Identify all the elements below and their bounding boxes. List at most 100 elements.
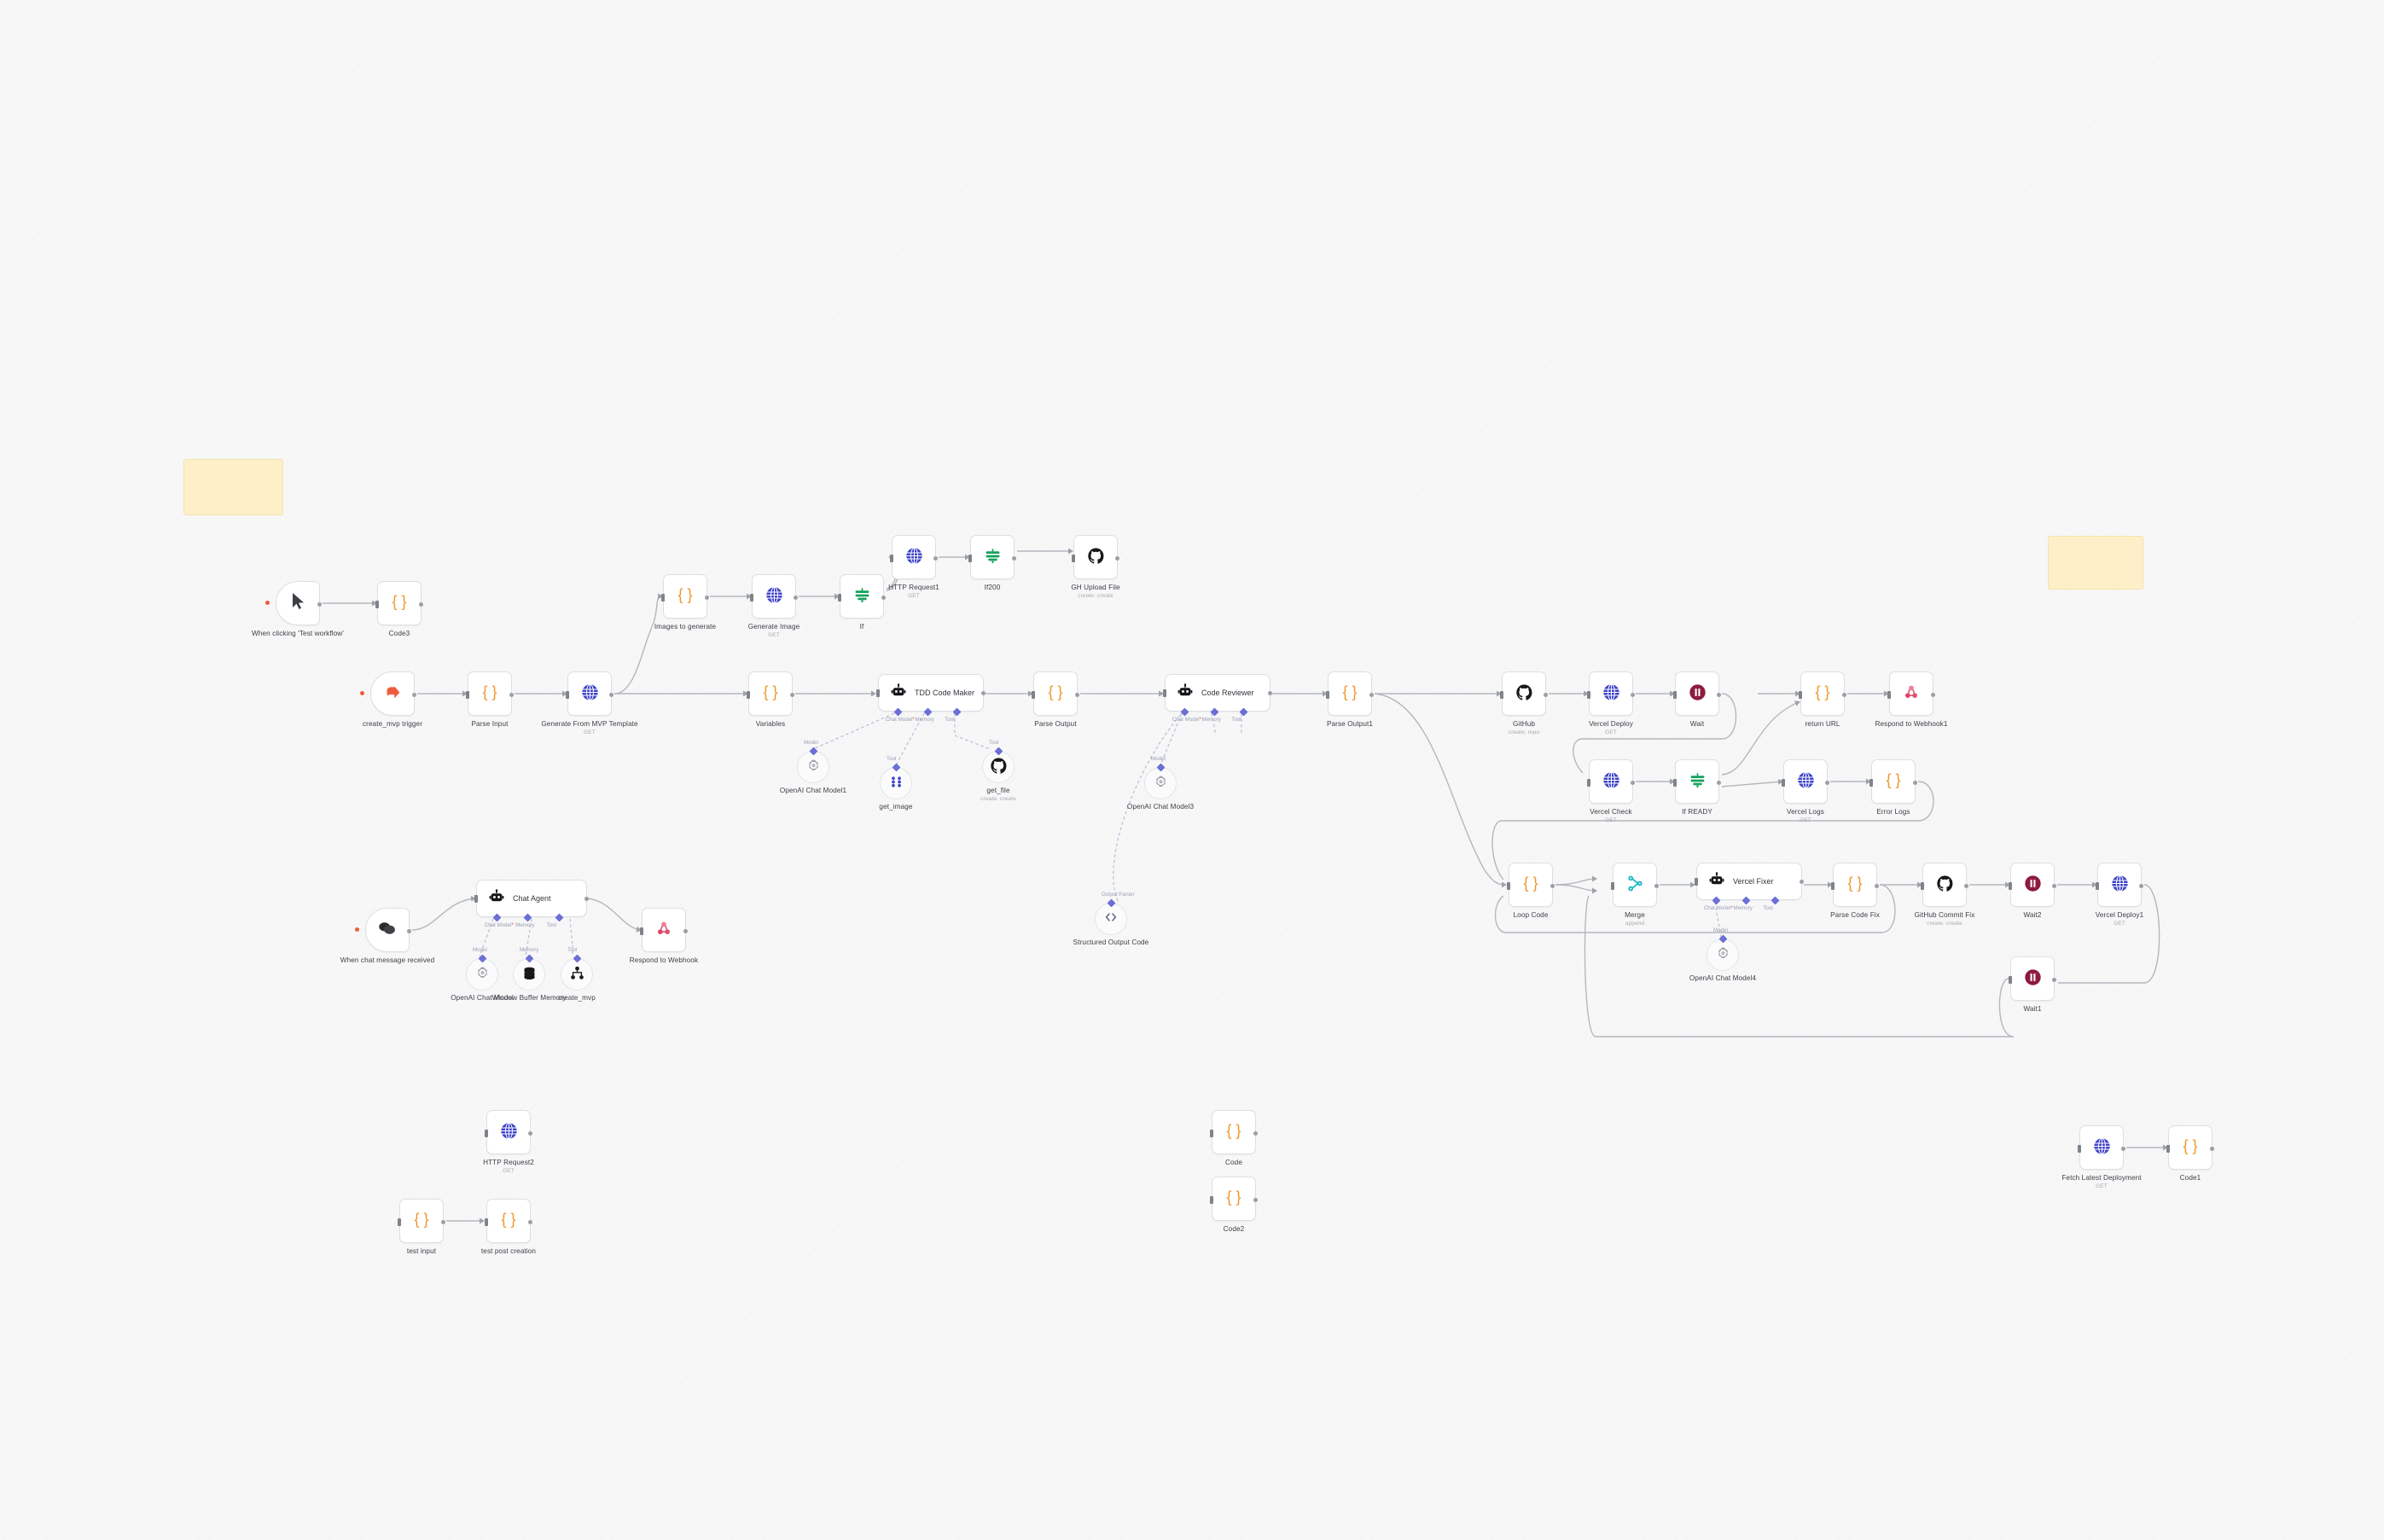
input-port[interactable] [398,1217,401,1226]
node-wait2[interactable] [2009,863,2056,907]
output-port[interactable] [2052,883,2056,888]
subnode-connect-port[interactable] [809,747,818,756]
input-port[interactable] [1782,778,1785,787]
input-port[interactable] [1673,778,1677,787]
node-merge[interactable] [1611,863,1659,907]
agent-input-port[interactable] [1163,689,1166,697]
node-respond-to-webhook[interactable] [640,908,688,952]
output-port[interactable] [1631,692,1635,697]
node-fetch-latest-deployment[interactable] [2078,1125,2125,1170]
output-port[interactable] [1717,692,1721,697]
node-code1[interactable]: { } [2166,1125,2214,1170]
input-port[interactable] [1587,778,1590,787]
node-test-input[interactable]: { } [398,1199,445,1243]
subnode-structured-output-code[interactable] [1095,898,1127,935]
input-port[interactable] [1507,881,1510,890]
agent-output-port[interactable] [584,897,589,901]
node-code[interactable]: { } [1210,1110,1258,1154]
output-port[interactable] [1842,692,1846,697]
node-if-ready[interactable] [1673,759,1721,804]
input-port[interactable] [747,690,750,699]
agent-input-port[interactable] [1695,878,1698,886]
input-port[interactable] [466,690,469,699]
node-generate-image[interactable] [750,574,798,619]
subnode-connect-port[interactable] [573,954,582,963]
input-port[interactable] [750,593,753,601]
node-generate-from-mvp-template[interactable] [566,671,613,716]
subnode-openai-chat-model1[interactable] [797,747,829,783]
agent-node-chat-agent[interactable]: Chat Agent [474,880,589,917]
input-port[interactable] [1673,690,1677,699]
node-vercel-logs[interactable] [1782,759,1829,804]
input-port[interactable] [2009,881,2012,890]
input-port[interactable] [485,1217,488,1226]
input-port[interactable] [566,690,569,699]
node-gh-upload-file[interactable] [1072,535,1119,579]
node-if200[interactable] [968,535,1016,579]
output-port[interactable] [1931,692,1935,697]
agent-output-port[interactable] [1268,691,1272,695]
output-port[interactable] [794,595,798,600]
node-create-mvp-trigger[interactable] [360,671,416,716]
node-github[interactable] [1500,671,1548,716]
subnode-connect-port[interactable] [1156,763,1166,772]
input-port[interactable] [890,554,893,562]
node-images-to-generate[interactable]: { } [661,574,709,619]
subnode-connect-port[interactable] [478,954,487,963]
output-port[interactable] [705,595,709,600]
node-github-commit-fix[interactable] [1921,863,1968,907]
agent-output-port[interactable] [1800,880,1804,884]
output-port[interactable] [528,1219,532,1224]
subnode-window-buffer-memory[interactable] [513,954,545,991]
input-port[interactable] [838,593,841,601]
input-port[interactable] [2166,1144,2170,1153]
input-port[interactable] [968,554,972,562]
output-port[interactable] [412,692,416,697]
node-vercel-check[interactable] [1587,759,1635,804]
node-http-request2[interactable] [485,1110,532,1154]
node-parse-output[interactable]: { } [1032,671,1079,716]
output-port[interactable] [441,1219,445,1224]
agent-node-code-reviewer[interactable]: Code Reviewer [1163,674,1272,712]
output-port[interactable] [1717,780,1721,785]
output-port[interactable] [1550,883,1555,888]
input-port[interactable] [2009,975,2012,984]
input-port[interactable] [1799,690,1802,699]
input-port[interactable] [640,927,643,935]
output-port[interactable] [317,601,322,607]
subnode-openai-chat-model[interactable] [466,954,498,991]
output-port[interactable] [2139,883,2143,888]
sticky-note-right[interactable] [2048,536,2143,590]
node-when-chat-message-received[interactable] [355,908,411,952]
input-port[interactable] [1887,690,1891,699]
output-port[interactable] [1369,692,1374,697]
node-loop-code[interactable]: { } [1507,863,1555,907]
input-port[interactable] [1921,881,1924,890]
output-port[interactable] [881,595,886,600]
node-when-clicking-test-workflow[interactable] [265,581,322,625]
output-port[interactable] [509,692,514,697]
output-port[interactable] [2052,977,2056,982]
output-port[interactable] [1875,883,1879,888]
output-port[interactable] [1631,780,1635,785]
input-port[interactable] [2096,881,2099,890]
subnode-get-file[interactable] [982,747,1015,783]
node-error-logs[interactable]: { } [1869,759,1917,804]
subnode-openai-chat-model3[interactable] [1144,763,1177,799]
node-vercel-deploy[interactable] [1587,671,1635,716]
input-port[interactable] [1072,554,1075,562]
node-return-url[interactable]: { } [1799,671,1846,716]
output-port[interactable] [1012,555,1016,561]
node-code3[interactable]: { } [375,581,423,625]
output-port[interactable] [1544,692,1548,697]
output-port[interactable] [1964,883,1968,888]
output-port[interactable] [528,1130,532,1136]
subnode-connect-port[interactable] [892,763,901,772]
input-port[interactable] [1831,881,1835,890]
output-port[interactable] [1075,692,1079,697]
output-port[interactable] [1253,1130,1258,1136]
output-port[interactable] [1253,1197,1258,1202]
output-port[interactable] [609,692,613,697]
input-port[interactable] [1500,690,1503,699]
node-wait1[interactable] [2009,956,2056,1001]
